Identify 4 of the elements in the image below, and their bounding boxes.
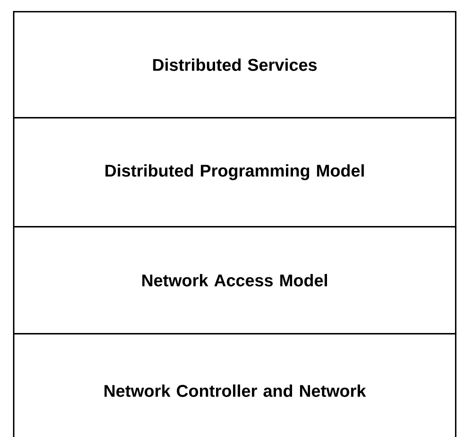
layer-box: Distributed Programming Model <box>13 117 456 228</box>
layer-box: Network Controller and Network <box>13 333 456 437</box>
layer-box: Network Access Model <box>13 226 456 334</box>
layer-box: Distributed Services <box>13 11 456 118</box>
